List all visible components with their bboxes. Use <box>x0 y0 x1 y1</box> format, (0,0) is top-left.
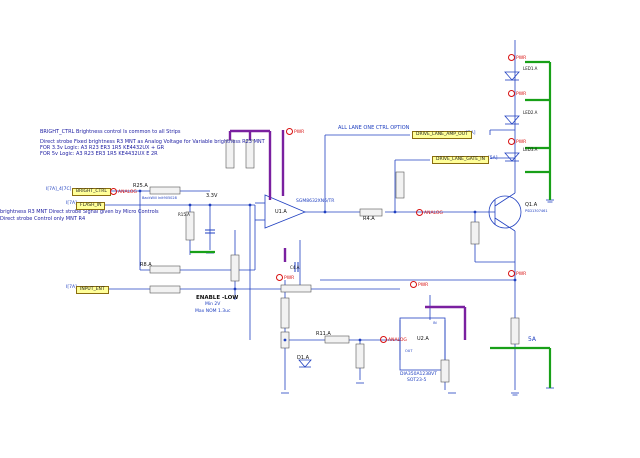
flag-circle-icon <box>508 90 515 97</box>
note-line-2: Direct strobe Fixed brightness R3 MNT as… <box>40 139 265 145</box>
port-1: I[7A]_4[7C] <box>46 187 72 192</box>
analog-flag-1: ANALOG <box>110 188 137 196</box>
net-bright-ctrl: BRIGHT_CTRL <box>72 188 111 196</box>
ref-d1: D1.A <box>297 355 310 361</box>
capacitors <box>205 229 299 272</box>
ref-r8: R8.A <box>140 262 152 268</box>
note-line-1: BRIGHT_CTRL Brightness control Is common… <box>40 129 181 135</box>
pkg-u2: SOT23-5 <box>407 378 427 383</box>
ref-led2: LED2.A <box>523 110 538 115</box>
part-u1: SGM8632XN6/TR <box>296 199 335 204</box>
wires <box>95 40 554 396</box>
part-backlit: BackWill Init905028 <box>142 196 177 200</box>
ref-led3: LED3.A <box>523 147 538 152</box>
enable-sub-1: Min 2V <box>205 302 221 307</box>
note-line-4: FOR 5v Logic: A3 R23 ER3 1R5 KE4432UX E … <box>40 151 158 157</box>
enable-sub-2: Max NOM 1.3uc <box>195 309 231 314</box>
enable-low-label: ENABLE -LOW <box>196 295 239 301</box>
note-left-2: Direct strobe Control only MNT R4 <box>0 216 86 222</box>
pwr-flag-7: PWR <box>410 281 428 289</box>
flag-circle-icon <box>508 270 515 277</box>
flag-circle-icon <box>380 336 387 343</box>
net-drive-gate-in: DRIVE_LANE_GATE_IN <box>432 156 489 164</box>
analog-flag-3: ANALOG <box>380 336 407 344</box>
port-3: I[7A] <box>66 285 77 290</box>
ref-c4: C4.A <box>290 265 300 270</box>
ref-r15: R15.A <box>178 212 190 217</box>
pwr-flag-1: PWR <box>286 128 304 136</box>
flag-circle-icon <box>508 138 515 145</box>
flag-circle-icon <box>110 188 117 195</box>
v33-label: 3.3V <box>206 193 218 199</box>
pwr-flag-5: PWR <box>508 270 526 278</box>
sheet-ref-2: [5A] <box>488 156 498 161</box>
ref-u2: U2.A <box>417 336 429 342</box>
ref-q1: Q1.A <box>525 202 538 208</box>
note-left-1: brightness R3 MNT Direct strobe Signal g… <box>0 209 159 215</box>
u2-in-pin: IN <box>433 321 437 325</box>
analog-flag-2: ANALOG <box>416 209 443 217</box>
ref-r11: R11.A <box>316 331 331 337</box>
pwr-flag-6: PWR <box>276 274 294 282</box>
port-2: I[7A] <box>66 201 77 206</box>
resistor-bodies <box>149 139 520 383</box>
ref-r4: R4.A <box>363 216 375 222</box>
part-q1: PSD1307461 <box>525 209 548 213</box>
net-flash-in: FLASH_IN <box>76 202 106 210</box>
ref-u1: U1.A <box>275 209 287 215</box>
flag-circle-icon <box>416 209 423 216</box>
net-input-ent: INPUT_ENT <box>76 286 109 294</box>
all-lanes-note: ALL LANE ONE CTRL OPTION <box>338 125 410 131</box>
flag-circle-icon <box>276 274 283 281</box>
pwr-flag-3: PWR <box>508 90 526 98</box>
pwr-flag-2: PWR <box>508 54 526 62</box>
ref-led1: LED1.A <box>523 66 538 71</box>
part-u2: DIA350A123BVT <box>400 372 437 377</box>
pwr-flag-4: PWR <box>508 138 526 146</box>
power-traces <box>228 129 467 340</box>
ref-r25: R25.A <box>133 183 148 189</box>
note-line-3: FOR 3.3v Logic: A3 R23 ER3 1R5 KE4432UX … <box>40 145 165 151</box>
flag-circle-icon <box>410 281 417 288</box>
ground-traces <box>190 60 552 388</box>
five-a-label: 5A <box>528 336 536 343</box>
u2-out-pin: OUT <box>405 349 413 353</box>
net-drive-amp-out: DRIVE_LANE_AMP_OUT <box>412 131 472 139</box>
junction-dots <box>138 189 517 342</box>
flag-circle-icon <box>508 54 515 61</box>
flag-circle-icon <box>286 128 293 135</box>
